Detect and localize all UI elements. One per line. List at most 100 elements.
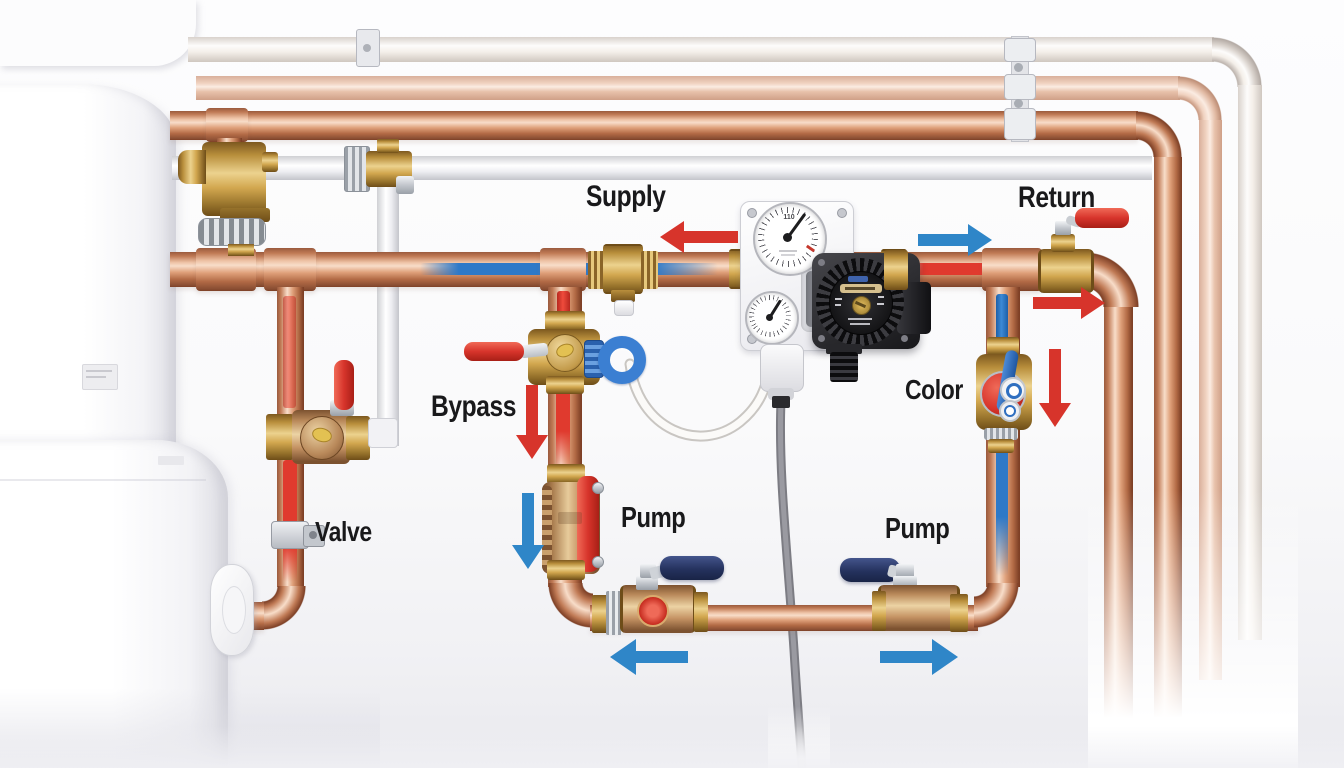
label-supply: Supply — [586, 180, 666, 213]
bottom-right-valve-left-collar — [872, 591, 886, 631]
label-return: Return — [1018, 181, 1095, 214]
bottom-left-valve-right-collar — [694, 592, 708, 632]
pump-spec-mark-6 — [850, 323, 870, 325]
supply-valve-bottom-nut — [611, 290, 635, 302]
check-valve-top-nut — [377, 139, 399, 153]
bypass-valve-bottom-nut — [546, 376, 584, 394]
pump-screw-tl — [818, 259, 825, 266]
bronze-pump-red-handle — [577, 476, 599, 572]
prv-left-cap — [178, 150, 206, 184]
upper-copper-elbow — [1136, 111, 1182, 157]
pump-screw-br — [901, 335, 908, 342]
corner-right-arrow — [1033, 287, 1105, 319]
pipe-clamp-top-screw — [363, 44, 371, 52]
pump-bottom-threads — [830, 352, 858, 382]
return-drop-blue-stripe-lower — [996, 444, 1008, 576]
clamp-rail-strap-2 — [1004, 74, 1036, 100]
clamp-rail-screw-1 — [1014, 63, 1023, 72]
return-valve-stem-nut — [1055, 221, 1071, 235]
label-color: Color — [905, 374, 963, 405]
supply-flow-arrow — [660, 221, 738, 253]
gauge-large-max-number: 110 — [783, 214, 795, 221]
corner-down-arrow-shape — [1039, 349, 1071, 427]
bypass-blue-down-arrow-shape — [512, 493, 544, 569]
bottom-right-flow-arrow — [880, 639, 958, 675]
tank-label-line-1 — [86, 370, 112, 372]
tank-label-line-2 — [86, 376, 106, 378]
bypass-tee — [540, 248, 586, 291]
main-line-blue-stripe-2 — [654, 263, 718, 275]
left-tee-valve-right-hex — [346, 416, 370, 460]
check-valve-bottom-fitting — [396, 176, 414, 194]
return-valve-stem-base — [1051, 234, 1075, 252]
supply-valve-collar-left — [588, 251, 605, 289]
pump-spec-mark-3 — [878, 296, 884, 298]
prv-bottom-stem — [228, 244, 254, 256]
panel-slot-inner — [806, 271, 816, 327]
bronze-pump-screw-bottom — [592, 556, 604, 568]
bronze-pump-bottom-nut — [547, 560, 585, 580]
panel-bottom-fitting — [760, 344, 804, 392]
prv-side-screw — [262, 152, 278, 172]
valve-pipe-clamp — [271, 521, 309, 549]
bottom-right-flow-arrow-shape — [880, 639, 958, 675]
cable-strain-relief — [772, 396, 790, 408]
faded-copper-elbow — [1178, 76, 1222, 120]
left-tee-valve-white-port — [368, 418, 398, 448]
return-drop-elbow — [974, 583, 1020, 629]
mixing-valve-cap-1-ring — [1006, 383, 1022, 399]
clamp-rail-strap-1 — [1004, 38, 1036, 62]
left-branch-red-stripe-upper — [283, 296, 296, 408]
label-pump-right: Pump — [885, 513, 950, 545]
gauge-small-hub — [766, 314, 773, 321]
bypass-valve-top-nut — [545, 311, 585, 331]
bottom-left-valve-nut — [592, 595, 608, 633]
bottom-left-flow-arrow — [610, 639, 688, 675]
bottom-left-flow-arrow-shape — [610, 639, 688, 675]
return-tee — [982, 248, 1042, 291]
bottom-left-valve-collar — [606, 591, 622, 635]
pump-outlet-union — [884, 250, 908, 290]
panel-screw-tr — [837, 208, 847, 218]
supply-valve-body — [603, 244, 643, 294]
drain-cap-ring — [598, 336, 646, 384]
pump-logo-chip — [848, 276, 868, 282]
clamp-rail-strap-3 — [1004, 108, 1036, 140]
bypass-blue-down-arrow — [512, 493, 544, 569]
bronze-pump-label — [558, 512, 582, 524]
label-valve: Valve — [315, 516, 372, 547]
upper-pipe-tee-sleeve — [206, 108, 248, 142]
bottom-right-valve-stem-nut — [896, 564, 914, 578]
bottom-right-valve-right-nut — [950, 594, 968, 632]
pump-spec-mark-4 — [877, 303, 884, 305]
bronze-pump-ribs — [542, 486, 552, 570]
bypass-valve-red-handle — [464, 342, 524, 361]
supply-valve-collar-right — [641, 251, 658, 289]
gauge-large-subtext — [779, 250, 797, 252]
upper-copper-pipe — [170, 111, 1138, 140]
pex-line — [172, 156, 1152, 180]
clamp-rail-screw-2 — [1014, 99, 1023, 108]
bottom-left-valve-red-port — [637, 595, 669, 627]
corner-right-arrow-shape — [1033, 287, 1105, 319]
return-valve-red-handle — [1075, 208, 1129, 228]
bypass-red-stripe-lower — [556, 386, 570, 468]
return-flow-arrow — [918, 224, 992, 256]
pump-spec-mark-2 — [835, 304, 841, 306]
bypass-red-down-arrow-shape — [516, 385, 548, 459]
tank-flange-inner — [222, 586, 246, 634]
valve-clamp-screw — [309, 531, 317, 539]
bronze-pump-top-nut — [547, 464, 585, 484]
left-branch-elbow — [262, 586, 306, 630]
bottom-right-valve-body — [878, 585, 960, 631]
left-tee-valve-left-hex — [266, 414, 294, 460]
mixing-valve-bottom-nut — [988, 439, 1014, 453]
pex-drop-pipe — [377, 178, 399, 446]
label-bypass: Bypass — [431, 390, 517, 423]
gauge-large-subtext-2 — [781, 254, 795, 256]
label-pump-left: Pump — [621, 502, 686, 534]
supply-valve-vent-cap — [614, 300, 634, 316]
supply-flow-arrow-shape — [660, 221, 738, 253]
check-valve-union — [344, 146, 370, 192]
